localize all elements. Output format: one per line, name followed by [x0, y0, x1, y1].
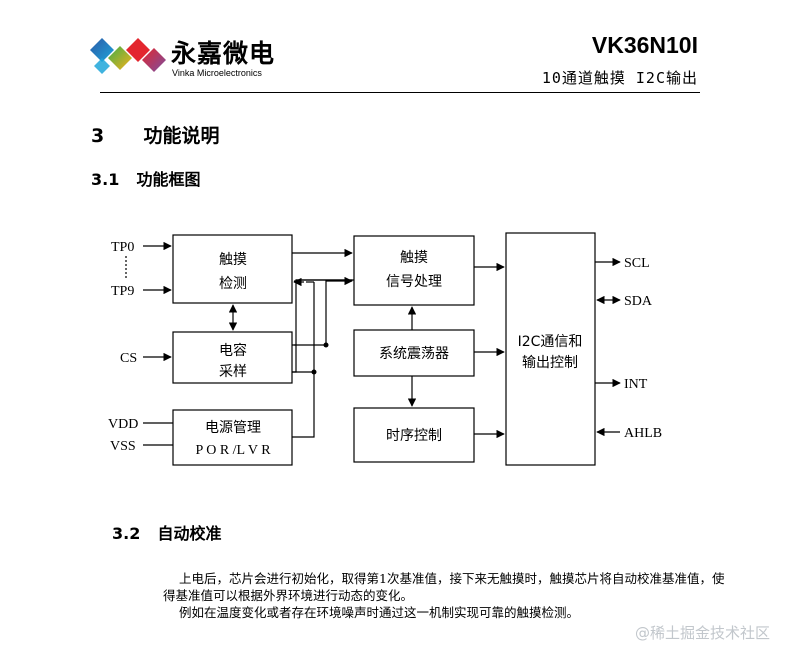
i2c-label-1: I2C通信和 [518, 334, 583, 350]
paragraph-line-1: 上电后，芯片会进行初始化，取得第1次基准值，接下来无触摸时，触摸芯片将自动校准基… [179, 571, 725, 586]
signal-label-1: 触摸 [400, 250, 428, 266]
pin-tp9: TP9 [111, 284, 134, 299]
i2c-output-block [505, 232, 596, 466]
pin-scl: SCL [624, 256, 650, 271]
pin-cs: CS [120, 351, 137, 366]
company-name-cn: 永嘉微电 [171, 39, 276, 68]
paragraph-line-2: 得基准值可以根据外界环境进行动态的变化。 [163, 588, 414, 603]
power-label-1: 电源管理 [205, 420, 261, 436]
touch-detect-label-2: 检测 [219, 276, 247, 292]
pin-vss: VSS [110, 439, 136, 454]
section-3-1-heading: 3.1 功能框图 [91, 166, 201, 190]
junction-dot [323, 342, 329, 348]
paragraph-line-3: 例如在温度变化或者存在环境噪声时通过这一机制实现可靠的触摸检测。 [179, 605, 580, 620]
section-number: 3.1 [91, 170, 120, 189]
model-number: VK36N10I [591, 32, 698, 58]
i2c-label-2: 输出控制 [522, 355, 578, 371]
section-title: 自动校准 [157, 524, 222, 543]
signal-label-2: 信号处理 [386, 274, 442, 290]
cap-sample-label-1: 电容 [219, 342, 247, 359]
company-logo [90, 38, 166, 74]
pin-sda: SDA [624, 294, 653, 309]
section-title: 功能框图 [136, 170, 201, 189]
watermark: @稀土掘金技术社区 [634, 624, 770, 642]
oscillator-block [353, 329, 475, 377]
header-divider [100, 92, 700, 93]
section-title: 功能说明 [143, 125, 220, 147]
section-number: 3 [91, 125, 105, 147]
touch-detect-label-1: 触摸 [219, 252, 247, 268]
pin-int: INT [624, 377, 648, 392]
timing-label: 时序控制 [386, 428, 442, 444]
document-subtitle: 10通道触摸 I2C输出 [541, 69, 698, 87]
pin-ahlb: AHLB [624, 426, 662, 441]
section-3-2-heading: 3.2 自动校准 [112, 520, 222, 544]
oscillator-label: 系统震荡器 [379, 346, 449, 362]
section-number: 3.2 [112, 524, 141, 543]
signal-processing-block [353, 235, 475, 306]
pin-vdd: VDD [108, 417, 138, 432]
section-3-heading: 3 功能说明 [91, 121, 220, 148]
timing-control-block [353, 407, 475, 463]
company-name-en: Vinka Microelectronics [172, 68, 262, 78]
cap-sample-block [172, 331, 293, 384]
power-label-2: P O R /L V R [195, 443, 271, 458]
cap-sample-label-2: 采样 [219, 364, 247, 380]
touch-detect-block [172, 234, 293, 304]
pin-tp0: TP0 [111, 240, 134, 255]
junction-dot [311, 369, 317, 375]
